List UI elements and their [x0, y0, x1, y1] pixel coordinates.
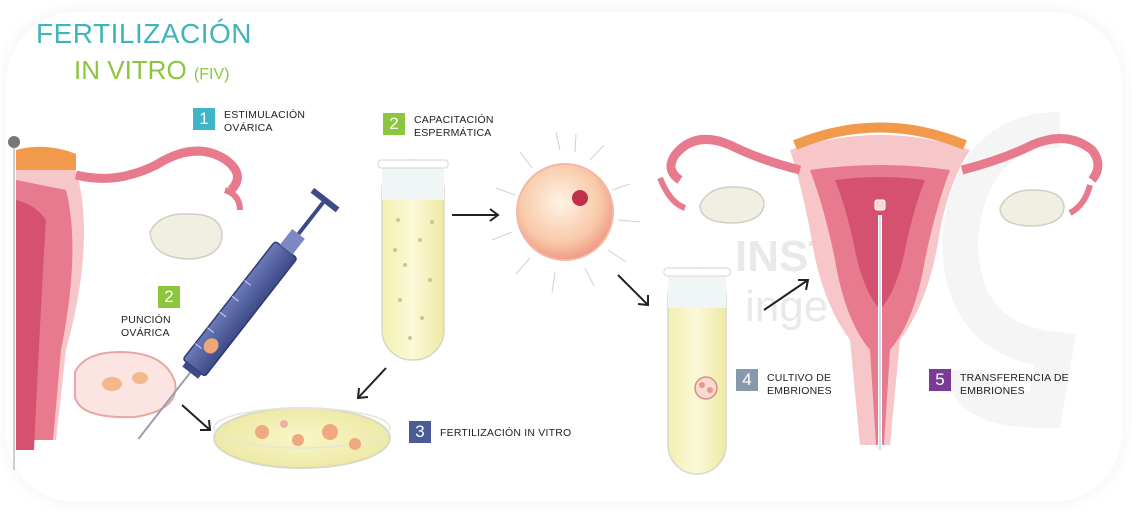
- arrow-tube-to-dish: [358, 368, 386, 398]
- step-5-badge: 5: [929, 369, 951, 391]
- step-2-puncion-label-line-1: PUNCIÓN: [121, 314, 171, 327]
- culture-test-tube: [664, 268, 730, 474]
- step-1-label: ESTIMULACIÓN OVÁRICA: [224, 109, 305, 135]
- title-line-2-suffix: (FIV): [194, 66, 230, 83]
- egg-with-sperm: [492, 132, 640, 292]
- step-2-capacitacion-label-line-2: ESPERMÁTICA: [414, 127, 494, 140]
- step-3-label: FERTILIZACIÓN IN VITRO: [440, 427, 571, 440]
- sperm-test-tube: [378, 160, 448, 360]
- title-line-1: FERTILIZACIÓN: [36, 18, 252, 50]
- left-uterus-illustration: [8, 136, 240, 470]
- step-5-label: TRANSFERENCIA DE EMBRIONES: [960, 372, 1069, 398]
- step-1-label-line-2: OVÁRICA: [224, 122, 305, 135]
- arrow-ovary-to-dish: [182, 405, 210, 430]
- arrow-tube-to-egg: [452, 209, 498, 221]
- step-2-puncion-badge: 2: [158, 286, 180, 308]
- step-5-label-line-2: EMBRIONES: [960, 385, 1069, 398]
- step-4-label-line-1: CULTIVO DE: [767, 372, 832, 385]
- step-2-puncion-label-line-2: OVÁRICA: [121, 327, 171, 340]
- step-4-label: CULTIVO DE EMBRIONES: [767, 372, 832, 398]
- watermark-logo: [960, 130, 1060, 410]
- step-2-capacitacion-badge: 2: [383, 113, 405, 135]
- step-2-capacitacion-label: CAPACITACIÓN ESPERMÁTICA: [414, 114, 494, 140]
- punctured-ovary-illustration: [75, 352, 176, 417]
- title-line-2-main: IN VITRO: [74, 55, 187, 85]
- title-line-2: IN VITRO (FIV): [74, 55, 229, 86]
- step-2-puncion-label: PUNCIÓN OVÁRICA: [121, 314, 171, 340]
- petri-dish: [214, 408, 390, 468]
- arrow-egg-to-culture: [618, 275, 648, 305]
- step-5-label-line-1: TRANSFERENCIA DE: [960, 372, 1069, 385]
- step-4-label-line-2: EMBRIONES: [767, 385, 832, 398]
- step-3-badge: 3: [409, 421, 431, 443]
- step-2-capacitacion-label-line-1: CAPACITACIÓN: [414, 114, 494, 127]
- step-4-badge: 4: [736, 369, 758, 391]
- step-1-label-line-1: ESTIMULACIÓN: [224, 109, 305, 122]
- step-1-badge: 1: [193, 108, 215, 130]
- arrow-culture-to-uterus: [764, 280, 808, 310]
